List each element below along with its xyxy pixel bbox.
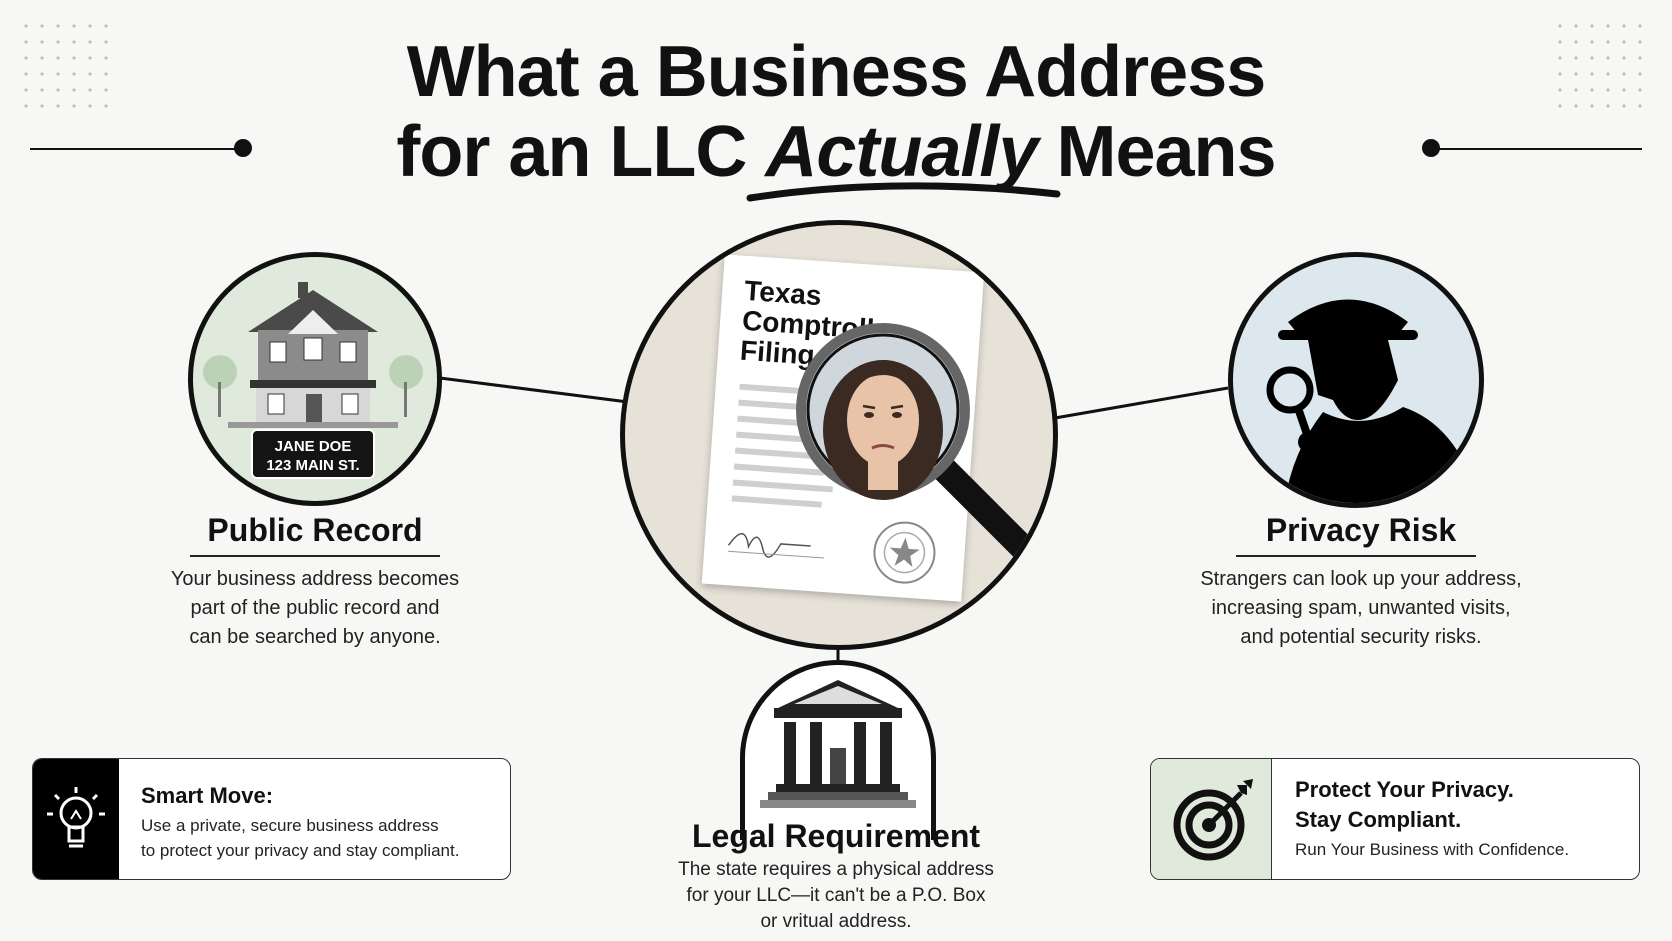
address-nameplate: JANE DOE 123 MAIN ST. <box>251 429 375 479</box>
header-line-left <box>30 148 242 150</box>
privacy-risk-rule <box>1236 555 1476 557</box>
courthouse-icon <box>760 680 916 808</box>
title-emphasis: Actually <box>765 112 1038 192</box>
header-line-right <box>1430 148 1642 150</box>
spy-detective-icon <box>1266 299 1479 503</box>
protect-privacy-card: Protect Your Privacy. Stay Compliant. Ru… <box>1150 758 1640 880</box>
legal-requirement-description: The state requires a physical address fo… <box>678 859 994 932</box>
public-record-circle: JANE DOE 123 MAIN ST. <box>188 252 442 506</box>
house-icon <box>203 282 423 428</box>
title-underline <box>746 182 1061 202</box>
decorative-dots-right <box>1552 18 1642 108</box>
public-record-description: Your business address becomes part of th… <box>170 568 460 648</box>
smart-move-body: Use a private, secure business address t… <box>141 816 460 860</box>
header-dot-left <box>234 139 252 157</box>
lightbulb-icon <box>47 787 105 848</box>
privacy-risk-circle <box>1228 252 1484 508</box>
title-line-2: for an LLC Actually Means <box>396 112 1276 192</box>
privacy-risk-title: Privacy Risk <box>1265 512 1457 548</box>
privacy-risk-description: Strangers can look up your address, incr… <box>1200 568 1522 648</box>
legal-requirement-circle <box>740 660 936 840</box>
legal-requirement-title: Legal Requirement <box>691 818 981 854</box>
smart-move-card: Smart Move: Use a private, secure busine… <box>32 758 511 880</box>
target-icon <box>1173 779 1253 861</box>
title-line-1: What a Business Address <box>406 32 1267 112</box>
center-filing-circle: Texas Comptroller Filing <box>620 220 1058 650</box>
smart-move-head: Smart Move: <box>141 783 274 808</box>
page-title: What a Business Address for an LLC Actua… <box>0 33 1672 191</box>
protect-head: Protect Your Privacy. Stay Compliant. <box>1295 777 1514 832</box>
public-record-rule <box>190 555 440 557</box>
public-record-title: Public Record <box>207 512 423 548</box>
protect-body: Run Your Business with Confidence. <box>1295 840 1570 859</box>
protect-icon-box <box>1151 759 1272 879</box>
magnifying-glass-icon <box>796 323 1038 563</box>
decorative-dots-left <box>18 18 108 108</box>
smart-move-icon-box <box>33 759 119 879</box>
